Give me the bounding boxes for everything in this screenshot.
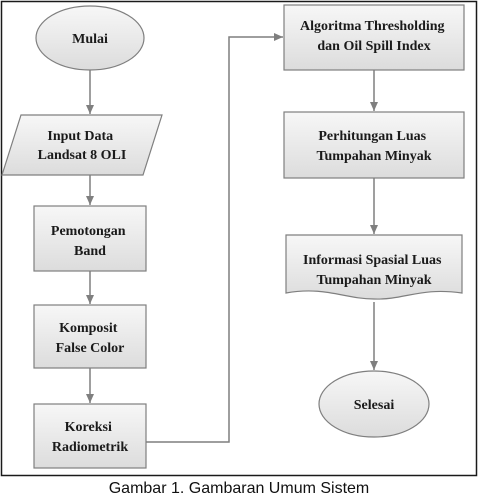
node-mulai-line-1: Mulai [72, 32, 108, 47]
node-input-data-line-1: Input Data [47, 129, 113, 144]
node-perhitungan-label: Perhitungan Luas Tumpahan Minyak [316, 129, 431, 164]
node-algoritma-line-2: dan Oil Spill Index [317, 39, 430, 54]
node-input-data-line-2: Landsat 8 OLI [38, 148, 127, 163]
node-informasi-line-1: Informasi Spasial Luas [303, 253, 442, 268]
node-komposit-label: Komposit False Color [56, 321, 125, 356]
node-koreksi-label: Koreksi Radiometrik [52, 420, 128, 455]
node-pemotongan-band-line-1: Pemotongan [51, 224, 126, 239]
node-informasi-line-2: Tumpahan Minyak [316, 273, 431, 288]
terminator-shape [35, 5, 145, 71]
node-informasi: Informasi Spasial Luas Tumpahan Minyak [285, 234, 463, 300]
process-shape [283, 4, 465, 71]
node-koreksi-line-2: Radiometrik [52, 440, 128, 455]
node-selesai-label: Selesai [354, 398, 395, 413]
node-algoritma: Algoritma Thresholding dan Oil Spill Ind… [283, 4, 465, 71]
node-perhitungan: Perhitungan Luas Tumpahan Minyak [283, 111, 465, 179]
node-perhitungan-line-1: Perhitungan Luas [318, 129, 426, 144]
edge-koreksi-algoritma [146, 33, 283, 443]
node-mulai: Mulai [35, 5, 145, 71]
node-perhitungan-line-2: Tumpahan Minyak [316, 149, 431, 164]
node-komposit-line-2: False Color [56, 341, 125, 356]
node-koreksi-line-1: Koreksi [65, 420, 112, 435]
node-koreksi: Koreksi Radiometrik [33, 403, 147, 469]
diagram-frame [0, 0, 478, 477]
node-komposit: Komposit False Color [33, 304, 147, 369]
node-mulai-label: Mulai [72, 32, 108, 47]
document-shape [285, 234, 463, 300]
connectors [86, 33, 378, 443]
process-shape [283, 111, 465, 179]
node-pemotongan-band-label: Pemotongan Band [51, 224, 129, 259]
node-pemotongan-band: Pemotongan Band [33, 205, 147, 272]
figure-caption: Gambar 1. Gambaran Umum Sistem [108, 480, 370, 497]
data-parallelogram-shape [1, 114, 163, 176]
process-shape [33, 304, 147, 369]
node-algoritma-label: Algoritma Thresholding dan Oil Spill Ind… [300, 19, 448, 54]
node-selesai-line-1: Selesai [354, 398, 395, 413]
node-komposit-line-1: Komposit [59, 321, 118, 336]
terminator-shape [318, 370, 430, 438]
node-pemotongan-band-line-2: Band [74, 244, 106, 259]
process-shape [33, 403, 147, 469]
node-input-data-label: Input Data Landsat 8 OLI [38, 129, 127, 163]
node-selesai: Selesai [318, 370, 430, 438]
node-informasi-label: Informasi Spasial Luas Tumpahan Minyak [303, 253, 445, 288]
node-algoritma-line-1: Algoritma Thresholding [300, 19, 445, 34]
node-input-data: Input Data Landsat 8 OLI [1, 114, 163, 176]
process-shape [33, 205, 147, 272]
flowchart: Mulai Input Data Landsat 8 OLI Pemotonga… [0, 0, 478, 477]
